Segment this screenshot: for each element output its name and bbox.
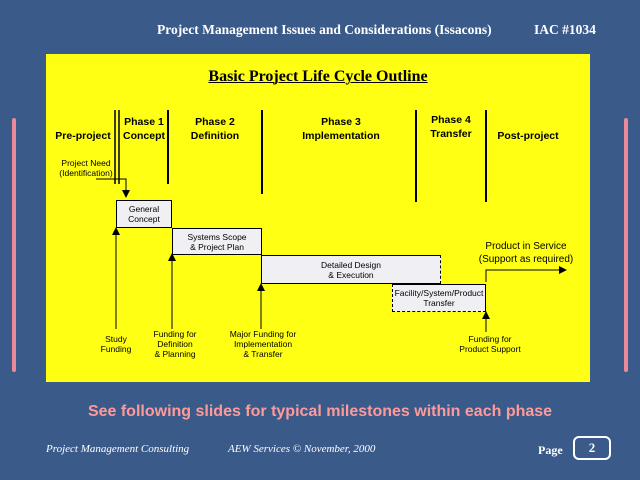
footer-page-label: Page — [538, 443, 563, 457]
slide-footer: Project Management Consulting AEW Servic… — [0, 443, 640, 463]
product-in-service-label: Product in Service(Support as required) — [478, 241, 574, 265]
diagram-title: Basic Project Life Cycle Outline — [208, 68, 428, 85]
milestones-note: See following slides for typical milesto… — [87, 403, 553, 420]
slide-header: Project Management Issues and Considerat… — [0, 22, 640, 42]
diagram-panel: Basic Project Life Cycle Outline Pre-pro… — [46, 54, 590, 382]
phase-pre-project: Pre-project — [55, 130, 111, 142]
footer-company: Project Management Consulting — [46, 443, 190, 455]
document-code: IAC #1034 — [534, 22, 596, 37]
systems-scope-box: Systems Scope& Project Plan — [172, 228, 262, 255]
right-accent-bar — [624, 118, 628, 372]
project-need-arrow — [96, 178, 130, 198]
footer-copyright: AEW Services © November, 2000 — [228, 443, 376, 455]
page-number-box: 2 — [573, 436, 611, 460]
page-number: 2 — [588, 440, 596, 455]
detailed-design-box: Detailed Design& Execution — [261, 255, 441, 284]
left-accent-bar — [12, 118, 16, 372]
product-in-service-arrow — [485, 266, 567, 282]
project-need-label: Project Need(Identification) — [59, 158, 113, 178]
diagram-lines — [96, 110, 567, 332]
phase-post-project: Post-project — [497, 130, 559, 142]
slide-title: Project Management Issues and Considerat… — [157, 22, 492, 37]
